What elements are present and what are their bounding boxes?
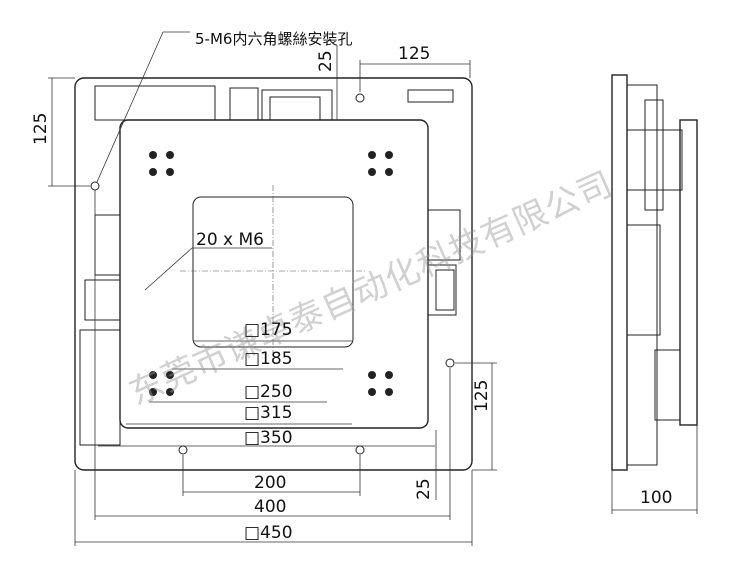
dim-top-25: 25 [316,50,336,72]
dim-sq450: □450 [244,523,293,543]
base-plate [74,77,473,471]
dim-top-right-125: 125 [398,44,431,64]
dim-bottom-25: 25 [414,478,434,500]
dim-400: 400 [254,497,287,517]
dim-sq250: □250 [244,382,293,402]
motor-right [427,209,461,316]
stage-holes [149,151,393,396]
dim-sq350: □350 [244,428,293,448]
mount-holes-callout: 5-M6内六角螺絲安裝孔 [195,30,353,48]
dim-right-125: 125 [472,379,492,412]
dimension-lines [48,31,698,546]
motor-top [94,85,454,121]
dim-left-125: 125 [31,112,51,145]
dim-sq175: □175 [244,320,293,340]
dim-sq315: □315 [244,403,293,423]
side-view [611,74,698,471]
holes-callout: 20 x M6 [196,230,264,250]
dim-side-100: 100 [640,488,673,508]
dim-sq185: □185 [244,349,293,369]
motor-left [79,214,121,446]
dim-200: 200 [254,473,287,493]
